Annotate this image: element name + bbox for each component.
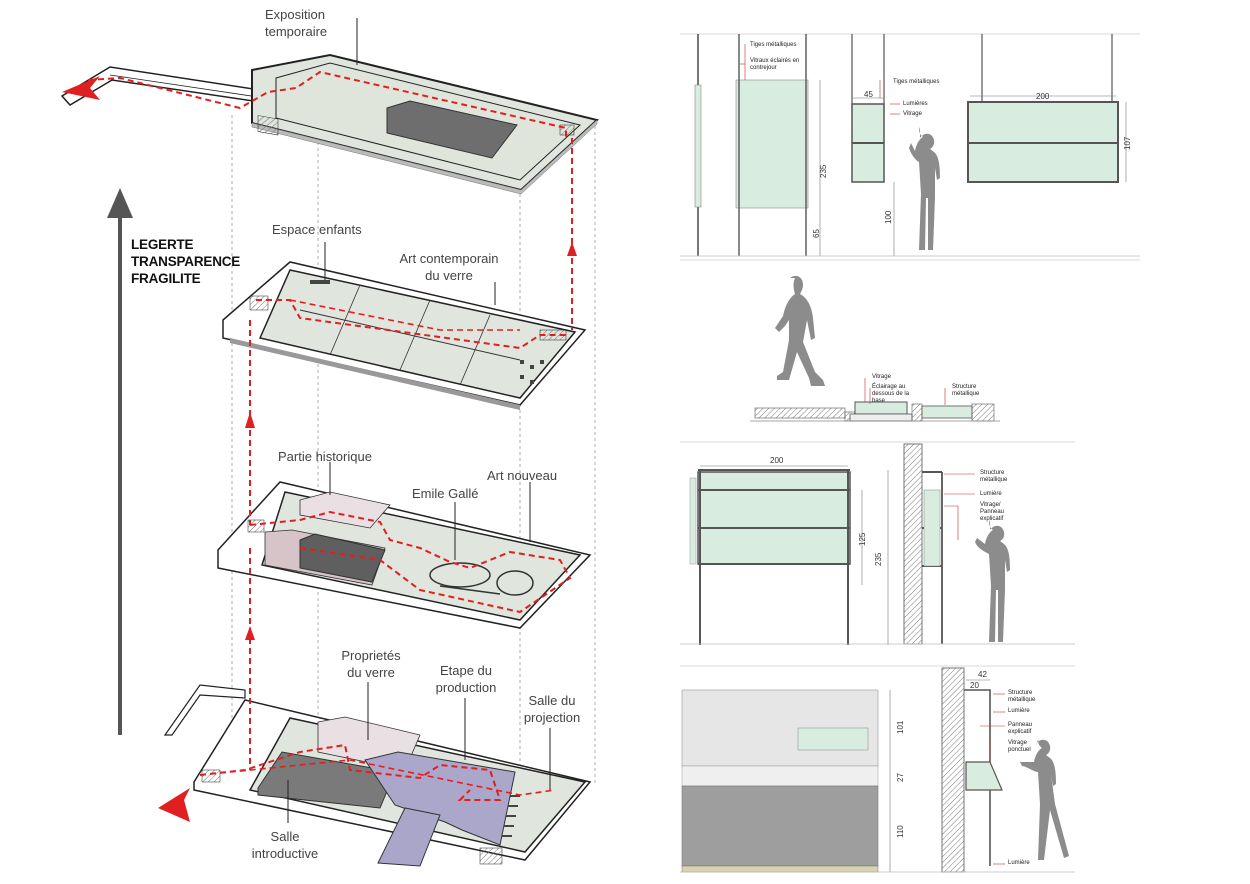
dim-235-b: 235 — [874, 552, 883, 566]
dim-100: 100 — [884, 210, 893, 224]
label-salle-du-projection: Salle du projection — [524, 692, 580, 726]
label-etape-line2: production — [435, 680, 497, 695]
dim-200-a: 200 — [1036, 92, 1050, 101]
caption-transparence: TRANSPARENCE — [131, 254, 241, 269]
annot-eclairage: Éclairage au dessous de la base — [872, 384, 910, 404]
annot-vitrage-ponctuel: Vitrage ponctuel — [1008, 740, 1031, 753]
label-proprietes-line2: du verre — [347, 665, 395, 680]
label-espace-enfants: Espace enfants — [272, 222, 362, 237]
projection-lines — [231, 115, 596, 800]
annot-structure-metallique-4: Structure métallique — [1008, 690, 1036, 703]
label-exposition-temporaire: Exposition temporaire — [265, 6, 327, 40]
label-salle-intro-line2: introductive — [251, 846, 319, 861]
floor-exposition-temporaire — [60, 53, 600, 195]
right-separators — [680, 33, 1140, 667]
caption-legerte: LEGERTE — [131, 237, 194, 252]
label-proprietes-du-verre: Proprietés du verre — [341, 647, 400, 681]
dim-125: 125 — [858, 532, 867, 546]
dim-45: 45 — [864, 90, 873, 99]
label-salle-introductive: Salle introductive — [252, 828, 318, 862]
label-salle-proj-line1: Salle du — [528, 693, 576, 708]
dim-42: 42 — [978, 670, 987, 679]
label-emile-galle: Emile Gallé — [412, 486, 479, 501]
label-salle-intro-line1: Salle — [270, 829, 300, 844]
floor-ground — [158, 684, 592, 867]
annot-lumiere-4a: Lumière — [1008, 708, 1030, 714]
label-contemporain-line2: du verre — [425, 268, 473, 283]
label-exposition-line1: Exposition — [265, 7, 325, 22]
label-etape-line1: Etape du — [439, 663, 493, 678]
person-figure-icon — [1020, 738, 1069, 860]
detail-section-3 — [680, 443, 1075, 645]
label-leaders — [287, 18, 551, 823]
label-salle-proj-line2: projection — [523, 710, 581, 725]
dim-200-b: 200 — [770, 456, 784, 465]
walking-person-icon — [775, 275, 825, 386]
detail-section-1 — [680, 34, 1140, 257]
dim-235-a: 235 — [819, 164, 828, 178]
label-exposition-line2: temporaire — [265, 24, 328, 39]
annot-vitrage-1: Vitrage — [903, 111, 922, 117]
label-proprietes-line1: Proprietés — [341, 648, 401, 663]
annot-vitrage-panneau: Vitrage/ Panneau explicatif — [980, 502, 1005, 522]
annot-lumiere-3: Lumière — [980, 491, 1002, 497]
person-figure-icon — [975, 520, 1010, 642]
dim-110: 110 — [896, 825, 905, 838]
label-etape-du-production: Etape du production — [436, 662, 497, 696]
annot-structure-metallique-3: Structure métallique — [980, 470, 1008, 483]
annot-vitraux: Vitraux éclairés en contrejour — [750, 58, 800, 71]
annot-vitrage-2: Vitrage — [872, 374, 891, 380]
label-partie-historique: Partie historique — [278, 449, 372, 464]
annot-tiges-metalliques-2: Tiges métalliques — [893, 79, 940, 85]
annot-panneau-explicatif: Panneau explicatif — [1008, 722, 1033, 735]
caption-fragilite: FRAGILITE — [131, 271, 201, 286]
annot-lumieres: Lumières — [903, 101, 928, 107]
annot-structure-metallique-2: Structure métallique — [952, 384, 980, 397]
detail-section-2 — [750, 275, 1000, 422]
dim-20: 20 — [970, 681, 979, 690]
floor-art-contemporain — [222, 261, 587, 410]
person-figure-icon — [909, 127, 940, 250]
annot-tiges-metalliques-1: Tiges métalliques — [750, 42, 797, 48]
label-art-nouveau: Art nouveau — [487, 468, 558, 483]
annot-lumiere-4b: Lumière — [1008, 860, 1030, 866]
dim-65: 65 — [812, 229, 821, 238]
detail-section-4 — [680, 667, 1075, 873]
arrow-caption: LEGERTE TRANSPARENCE FRAGILITE — [131, 236, 240, 287]
dim-27: 27 — [896, 773, 905, 782]
floor-partie-historique — [217, 481, 592, 629]
label-contemporain-line1: Art contemporain — [399, 251, 499, 266]
dim-101: 101 — [896, 720, 905, 734]
red-vertical-routes — [245, 138, 577, 770]
ascending-arrow — [107, 188, 133, 735]
dim-107: 107 — [1123, 136, 1132, 150]
label-art-contemporain: Art contemporain du verre — [400, 250, 499, 284]
